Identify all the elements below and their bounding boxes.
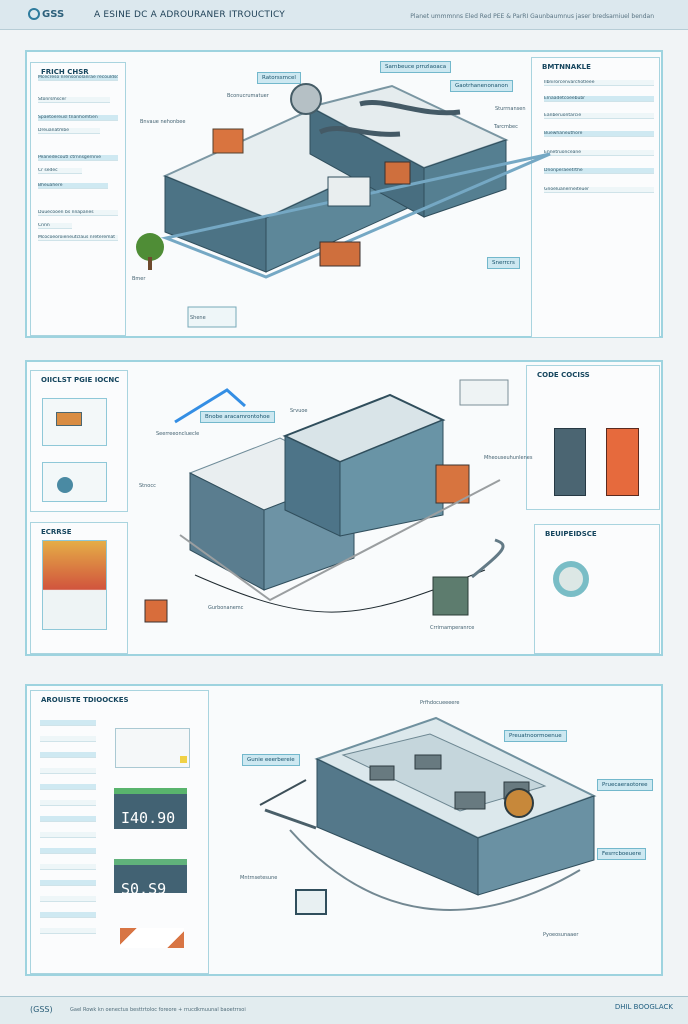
top-label-4: Snerrcrs — [487, 257, 520, 269]
middle-left-bottom-title: ECRRSE — [41, 528, 72, 536]
bottom-label-2: Preuatnoormoenue — [504, 730, 567, 742]
middle-label-2: Srvuoe — [290, 408, 308, 414]
list-item — [40, 880, 96, 886]
top-label-10: Shene — [190, 315, 206, 321]
dashboard-thumbnail-icon — [56, 412, 82, 426]
list-item: Eanberuontarcie — [544, 113, 654, 119]
middle-right-device-2 — [606, 428, 639, 496]
middle-label-6: Gurbonanemc — [208, 605, 244, 611]
middle-right-bottom-title: BEUIPEIDSCE — [545, 530, 597, 538]
list-item: Gnoeluanerneiteuer — [544, 187, 654, 193]
middle-right-bottom-sidebar: BEUIPEIDSCE — [534, 524, 660, 654]
bottom-label-7: Pyoeosunaaer — [543, 932, 579, 938]
top-label-7: Sturrnansen — [495, 106, 526, 112]
page-footer: (GSS) Gael Rowk kn oenectus besttrtoloc … — [0, 996, 688, 1024]
gauge-icon — [57, 477, 73, 493]
list-item: Dreuanatmbe — [38, 128, 100, 134]
list-item: Cnnn — [38, 223, 72, 229]
list-item — [40, 800, 96, 806]
list-item — [40, 832, 96, 838]
bottom-label-3: Pruecaeraotoree — [597, 779, 653, 791]
bottom-left-title: AROUISTE TDIOOCKES — [41, 696, 129, 704]
bottom-value-card-1: I40.90 — [114, 788, 187, 829]
footer-brand: DHIL BOOGLACK — [614, 1003, 673, 1011]
middle-building-illustration — [144, 379, 509, 623]
list-item: Spaetoereusl tnanhomtien — [38, 115, 118, 121]
middle-label-4: Stnocc — [139, 483, 156, 489]
bottom-label-4: Fesrrcboeuere — [597, 848, 647, 860]
top-label-9: Bmer — [132, 276, 146, 282]
bottom-label-5: Mntrnsetesune — [240, 875, 278, 881]
app-logo: GSS — [28, 8, 64, 20]
top-left-list: Mcecreso nrensonolanrae recouldsd Stonrs… — [38, 75, 118, 241]
bottom-left-footer-graphic — [120, 928, 184, 948]
list-item — [40, 720, 96, 726]
bottom-label-1: Gunie eeerbereie — [242, 754, 300, 766]
list-item: Cr sedec — [38, 168, 82, 174]
bottom-building-illustration — [259, 716, 597, 915]
list-item: Mcecreso nrensonolanrae recouldsd — [38, 75, 118, 81]
middle-label-3: Seerreeoncluecle — [156, 431, 200, 437]
top-label-8: Tarcmbec — [494, 124, 518, 130]
list-item: Ilbnirorcenvarchotleee — [544, 80, 654, 86]
status-badge — [180, 756, 187, 763]
bottom-label-6: Prfhdocueeeere — [420, 700, 460, 706]
middle-left-top-title: OIICLST PGIE IOCNC — [41, 376, 120, 384]
list-item: Ennetruonceane — [544, 150, 654, 156]
middle-label-5: Mheouseuhunlenes — [484, 455, 533, 461]
top-right-sidebar: BMTNNAKLE — [531, 57, 660, 338]
top-label-3: Gaotrhanenonanon — [450, 80, 514, 92]
list-item: Duuecooen bs nnapanes — [38, 210, 118, 216]
list-item: Mcocoeoroieneutclaus nreteremat — [38, 235, 118, 241]
circular-sensor-icon — [553, 561, 589, 597]
page-title: A ESINE DC A ADROURANER ITROUCTICY — [94, 10, 285, 20]
list-item: Bheuahere — [38, 183, 108, 189]
top-left-sidebar: FRICH CHSR — [30, 62, 126, 336]
list-item — [40, 816, 96, 822]
heat-map-card — [42, 540, 107, 630]
list-item: Peanedecoutl ctrnnsgernnie — [38, 155, 118, 161]
list-item — [40, 848, 96, 854]
bottom-left-list — [40, 720, 96, 950]
middle-right-top-title: CODE COCISS — [537, 371, 590, 379]
list-item — [40, 784, 96, 790]
app-header: GSS A ESINE DC A ADROURANER ITROUCTICY P… — [0, 0, 688, 30]
middle-right-device-1 — [554, 428, 586, 496]
list-item — [40, 768, 96, 774]
list-item — [40, 896, 96, 902]
top-label-6: Bnvaue nehonbee — [140, 119, 186, 125]
top-label-5: Bconucrumatuer — [227, 93, 269, 99]
middle-label-1: Bnobe aracamrontohoe — [200, 411, 275, 423]
header-metadata: Planet ummmnns Eled Red PEE & ParRI Gaun… — [410, 13, 654, 20]
bottom-value-card-2: S0.S9 — [114, 859, 187, 898]
middle-monitor-card — [42, 462, 107, 502]
footer-description: Gael Rowk kn oenectus besttrtoloc foreor… — [70, 1007, 246, 1013]
top-left-title: FRICH CHSR — [41, 68, 89, 76]
list-item: Elnaadetcoeebubr — [544, 96, 654, 102]
middle-label-7: Crrirnamperanrce — [430, 625, 475, 631]
top-label-1: Ratorssmcel — [257, 72, 301, 84]
top-right-list: Ilbnirorcenvarchotleee Elnaadetcoeebubr … — [544, 80, 654, 210]
list-item — [40, 752, 96, 758]
middle-status-card — [42, 398, 107, 446]
top-label-2: Sarnbeuce prnzlaoaca — [380, 61, 452, 73]
top-building-illustration — [136, 83, 551, 328]
list-item — [40, 864, 96, 870]
logo-icon — [28, 8, 40, 20]
list-item — [40, 928, 96, 934]
list-item: Dnonperaeetrthe — [544, 168, 654, 174]
list-item: Stonrsmscer — [38, 97, 110, 103]
footer-logo: (GSS) — [30, 1005, 53, 1014]
list-item — [40, 912, 96, 918]
bottom-summary-card — [115, 728, 190, 768]
list-item: Buewhaneuthore — [544, 131, 654, 137]
top-right-title: BMTNNAKLE — [542, 63, 591, 71]
list-item — [40, 736, 96, 742]
